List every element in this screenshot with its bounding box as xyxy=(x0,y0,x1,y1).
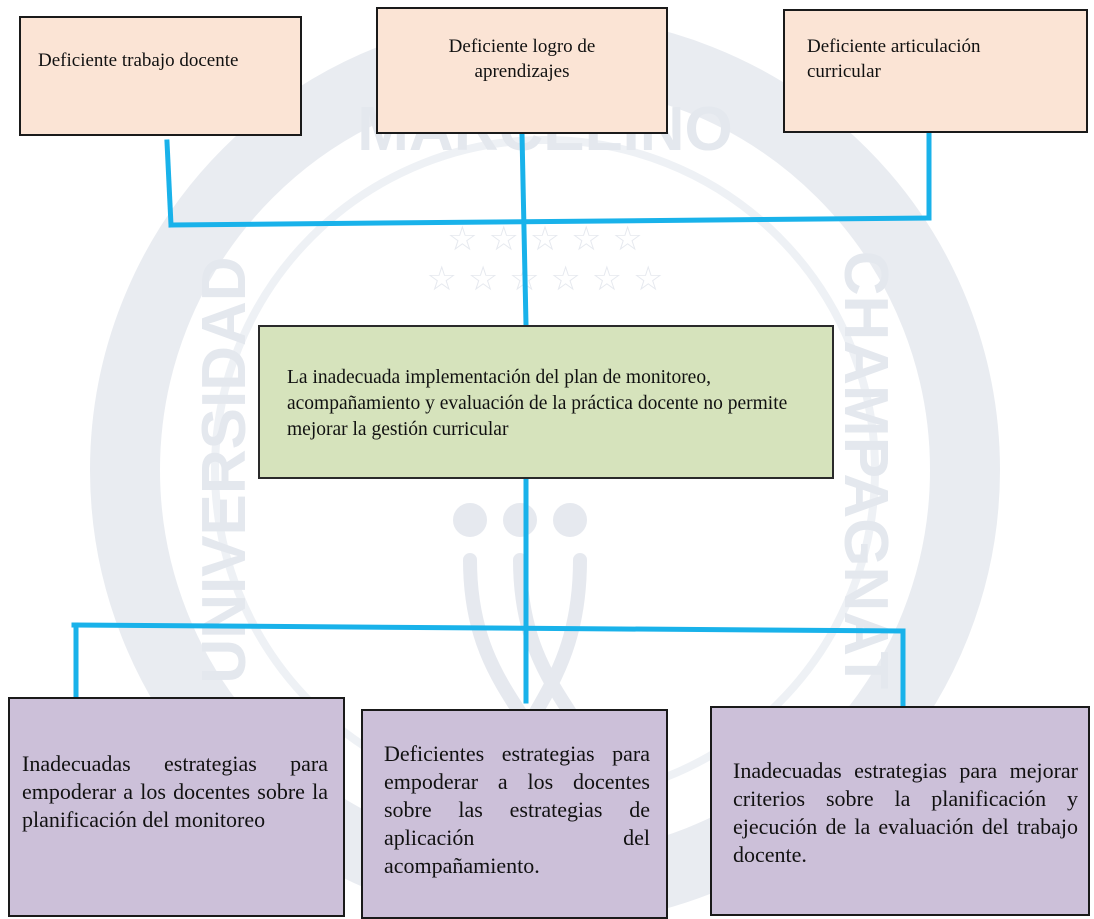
effect-text-3: Inadecuadas estrategias para mejorar cri… xyxy=(733,758,1078,867)
problem-box: La inadecuada implementación del plan de… xyxy=(258,325,834,479)
effect-box-2: Deficientes estrategias para empoderar a… xyxy=(361,709,668,919)
problem-text: La inadecuada implementación del plan de… xyxy=(287,367,788,440)
connector-top-bus xyxy=(168,215,932,228)
effect-box-3: Inadecuadas estrategias para mejorar cri… xyxy=(710,706,1090,916)
cause-text-1: Deficiente trabajo docente xyxy=(38,50,239,71)
cause-box-3: Deficiente articulación curricular xyxy=(783,9,1088,133)
effect-text-1: Inadecuadas estrategias para empoderar a… xyxy=(22,751,328,832)
connector-bottom-bus xyxy=(71,622,906,634)
cause-box-1: Deficiente trabajo docente xyxy=(19,16,302,136)
effect-text-2: Deficientes estrategias para empoderar a… xyxy=(384,741,650,878)
cause-text-2: Deficiente logro de aprendizajes xyxy=(448,36,596,82)
cause-text-3: Deficiente articulación curricular xyxy=(807,36,981,82)
effect-box-1: Inadecuadas estrategias para empoderar a… xyxy=(8,697,345,917)
watermark-left-text: UNIVERSIDAD xyxy=(190,256,259,683)
connector-cause-2 xyxy=(519,131,529,328)
watermark-right-text: CHAMPAGNAT xyxy=(831,251,900,690)
connector-cause-1 xyxy=(164,139,174,228)
cause-box-2: Deficiente logro de aprendizajes xyxy=(376,7,668,134)
svg-text:☆ ☆ ☆ ☆ ☆ ☆: ☆ ☆ ☆ ☆ ☆ ☆ xyxy=(427,259,664,299)
svg-text:☆ ☆ ☆ ☆ ☆: ☆ ☆ ☆ ☆ ☆ xyxy=(447,219,643,259)
watermark-stars: ☆ ☆ ☆ ☆ ☆ ☆ ☆ ☆ ☆ ☆ ☆ xyxy=(427,219,664,299)
